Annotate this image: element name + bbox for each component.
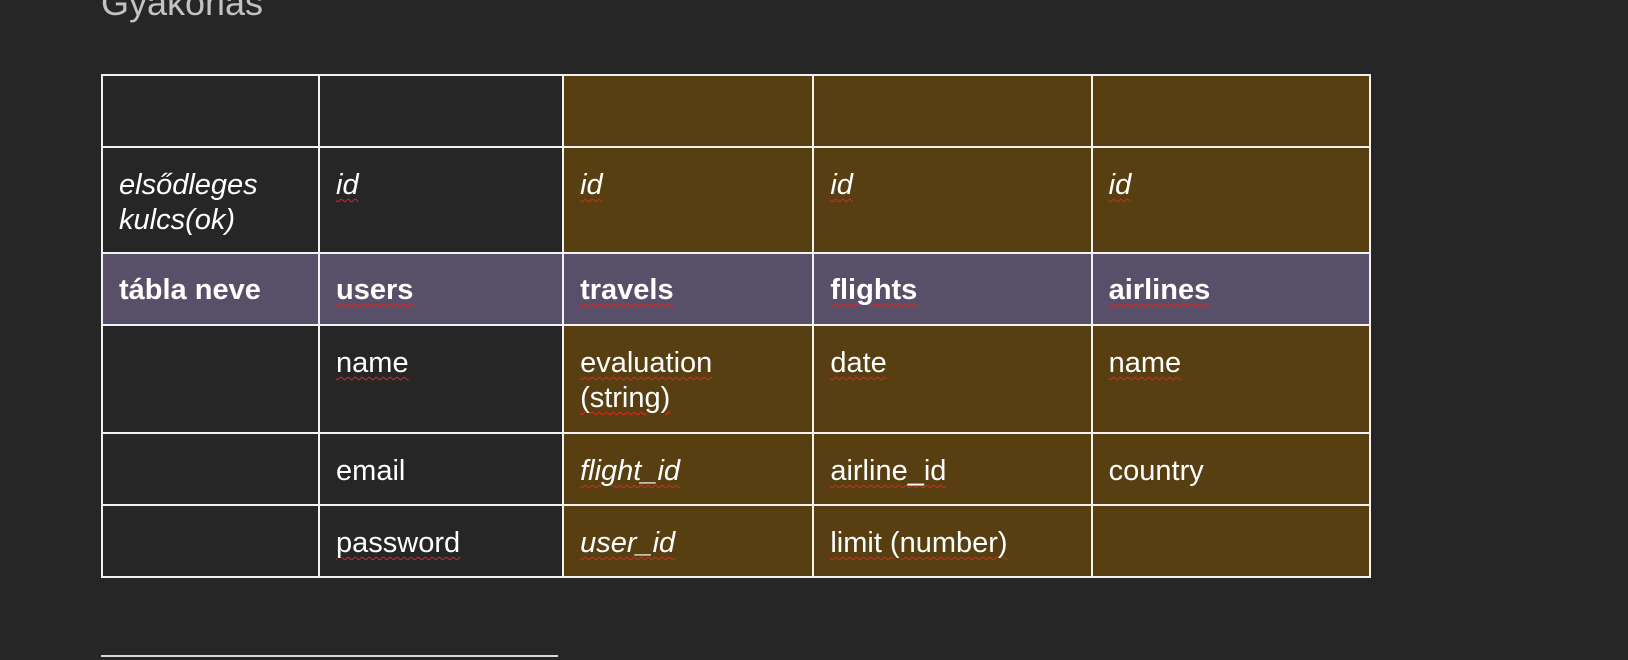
table-row-field-1: name evaluation (string) date name: [100, 324, 1372, 434]
users-field-cell[interactable]: password: [318, 504, 565, 578]
travels-primary-key-cell[interactable]: id: [562, 146, 815, 254]
travels-field-user-id: user_id: [580, 527, 676, 559]
table-cell[interactable]: [100, 432, 321, 506]
travels-field-evaluation-type: (string): [580, 382, 671, 414]
users-table-name: users: [336, 274, 414, 306]
table-cell[interactable]: [1090, 74, 1372, 148]
flights-field-limit: limit (number): [830, 527, 1008, 559]
travels-field-evaluation: evaluation: [580, 347, 713, 379]
travels-field-cell[interactable]: flight_id: [562, 432, 815, 506]
table-cell[interactable]: [100, 74, 321, 148]
table-row-field-2: email flight_id airline_id country: [100, 432, 1372, 506]
travels-table-name: travels: [580, 274, 674, 306]
flights-field-cell[interactable]: date: [812, 324, 1093, 434]
table-row-field-3: password user_id limit (number): [100, 504, 1372, 578]
table-row-table-names: tábla neve users travels flights airline…: [100, 252, 1372, 326]
primary-key-label-line2: kulcs(ok): [119, 204, 236, 236]
schema-table[interactable]: elsődleges kulcs(ok) id id id id tábla n…: [100, 74, 1372, 578]
users-field-name: name: [336, 347, 409, 379]
airlines-field-name: name: [1108, 347, 1182, 379]
table-cell[interactable]: [318, 74, 565, 148]
table-name-row-label[interactable]: tábla neve: [100, 252, 321, 326]
flights-field-date: date: [830, 347, 887, 379]
users-primary-key: id: [336, 169, 359, 201]
flights-field-cell[interactable]: limit (number): [812, 504, 1093, 578]
users-field-email: email: [336, 455, 406, 487]
flights-table-name: flights: [830, 274, 918, 306]
travels-field-cell[interactable]: evaluation (string): [562, 324, 815, 434]
airlines-field-cell[interactable]: [1090, 504, 1372, 578]
users-table-name-cell[interactable]: users: [318, 252, 565, 326]
flights-field-cell[interactable]: airline_id: [812, 432, 1093, 506]
airlines-table-name-cell[interactable]: airlines: [1090, 252, 1372, 326]
users-primary-key-cell[interactable]: id: [318, 146, 565, 254]
airlines-primary-key-cell[interactable]: id: [1090, 146, 1372, 254]
table-row-header-blank: [100, 74, 1372, 148]
airlines-field-country: country: [1108, 455, 1204, 487]
airlines-primary-key: id: [1108, 169, 1132, 201]
flights-primary-key: id: [830, 169, 853, 201]
footnote-separator: [101, 655, 558, 657]
airlines-field-cell[interactable]: name: [1090, 324, 1372, 434]
primary-key-label-line1: elsődleges: [119, 169, 258, 201]
travels-table-name-cell[interactable]: travels: [562, 252, 815, 326]
table-row-primary-keys: elsődleges kulcs(ok) id id id id: [100, 146, 1372, 254]
flights-table-name-cell[interactable]: flights: [812, 252, 1093, 326]
flights-field-airline-id: airline_id: [830, 455, 947, 487]
section-heading: Gyakorlás: [101, 0, 264, 23]
travels-field-cell[interactable]: user_id: [562, 504, 815, 578]
airlines-field-cell[interactable]: country: [1090, 432, 1372, 506]
table-cell[interactable]: [100, 504, 321, 578]
table-cell[interactable]: [562, 74, 815, 148]
flights-primary-key-cell[interactable]: id: [812, 146, 1093, 254]
travels-primary-key: id: [580, 169, 603, 201]
table-cell[interactable]: [812, 74, 1093, 148]
users-field-cell[interactable]: email: [318, 432, 565, 506]
users-field-password: password: [336, 527, 461, 559]
users-field-cell[interactable]: name: [318, 324, 565, 434]
travels-field-flight-id: flight_id: [580, 455, 681, 487]
airlines-table-name: airlines: [1108, 274, 1211, 306]
table-cell[interactable]: [100, 324, 321, 434]
primary-key-row-label[interactable]: elsődleges kulcs(ok): [100, 146, 321, 254]
